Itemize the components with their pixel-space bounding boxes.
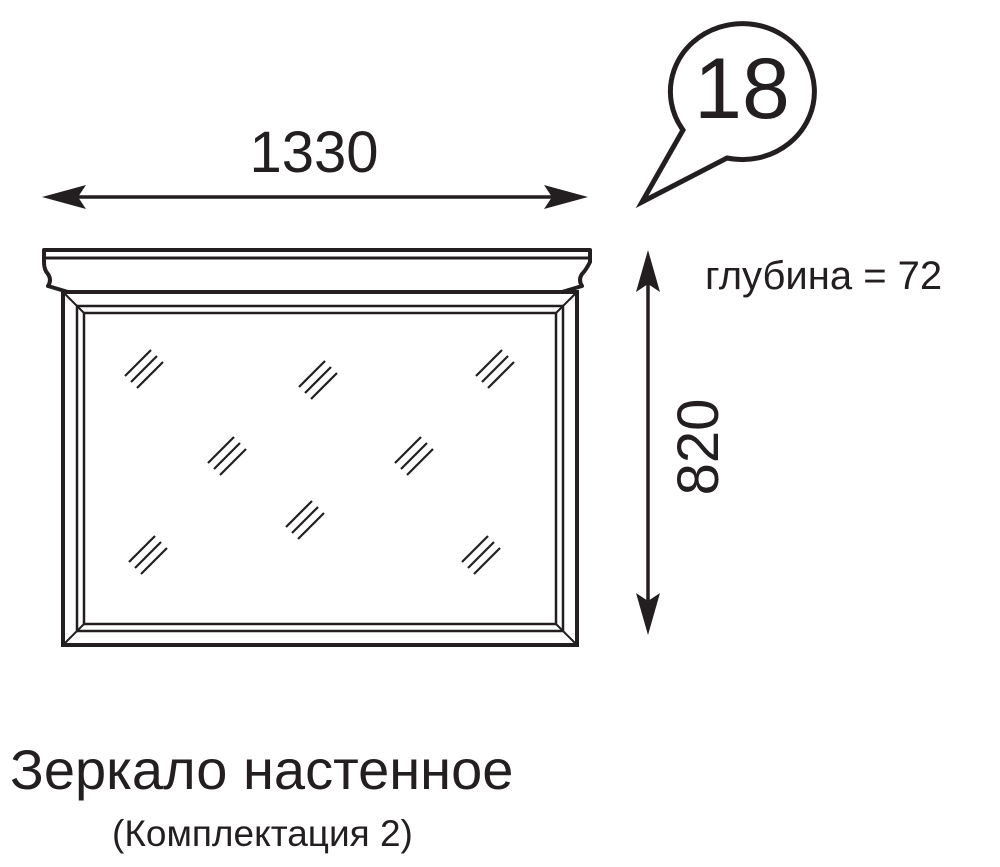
bevel-corner-bl bbox=[62, 623, 85, 646]
reflection-stroke bbox=[219, 448, 247, 476]
reflection-stroke bbox=[207, 436, 235, 464]
reflection-stroke bbox=[297, 512, 325, 540]
bevel-corner-br bbox=[555, 623, 578, 646]
mirror-frame-inner bbox=[75, 304, 565, 633]
reflection-stroke bbox=[400, 442, 428, 470]
reflection-mark bbox=[128, 535, 168, 575]
caption-title: Зеркало настенное bbox=[10, 738, 514, 801]
reflection-stroke bbox=[467, 541, 495, 569]
reflection-stroke bbox=[136, 361, 164, 389]
callout-bubble bbox=[635, 21, 817, 209]
width-dimension: 1330 bbox=[42, 120, 588, 209]
reflection-stroke bbox=[406, 448, 434, 476]
reflection-mark bbox=[285, 500, 325, 540]
mirror-cornice bbox=[42, 248, 592, 294]
item-number: 18 bbox=[694, 41, 790, 137]
reflection-stroke bbox=[128, 535, 156, 563]
width-arrow-left bbox=[42, 185, 86, 209]
bevel-corner-tr bbox=[555, 291, 578, 314]
reflection-mark bbox=[124, 349, 164, 389]
reflection-stroke bbox=[285, 500, 313, 528]
width-value: 1330 bbox=[249, 120, 378, 185]
reflection-stroke bbox=[475, 349, 503, 377]
reflection-stroke bbox=[298, 360, 326, 388]
height-dimension: 820 bbox=[636, 250, 731, 635]
width-arrow-right bbox=[544, 185, 588, 209]
reflection-stroke bbox=[213, 442, 241, 470]
item-number-callout: 18 bbox=[635, 21, 817, 209]
reflection-stroke bbox=[310, 372, 338, 400]
caption-subtitle: (Комплектация 2) bbox=[112, 813, 413, 854]
reflection-stroke bbox=[304, 366, 332, 394]
reflection-mark bbox=[298, 360, 338, 400]
reflection-stroke bbox=[134, 541, 162, 569]
height-value: 820 bbox=[666, 399, 731, 496]
reflection-stroke bbox=[473, 547, 501, 575]
glass-reflections bbox=[124, 349, 515, 575]
depth-label: глубина = 72 bbox=[705, 254, 942, 298]
reflection-stroke bbox=[481, 355, 509, 383]
bevel-corner-tl bbox=[62, 291, 85, 314]
reflection-stroke bbox=[291, 506, 319, 534]
reflection-mark bbox=[394, 436, 434, 476]
reflection-stroke bbox=[130, 355, 158, 383]
reflection-mark bbox=[207, 436, 247, 476]
reflection-mark bbox=[461, 535, 501, 575]
reflection-stroke bbox=[394, 436, 422, 464]
reflection-mark bbox=[475, 349, 515, 389]
height-arrow-top bbox=[636, 250, 660, 292]
height-arrow-bottom bbox=[636, 593, 660, 635]
mirror bbox=[42, 248, 592, 647]
reflection-stroke bbox=[140, 547, 168, 575]
reflection-stroke bbox=[487, 361, 515, 389]
reflection-stroke bbox=[461, 535, 489, 563]
reflection-stroke bbox=[124, 349, 152, 377]
